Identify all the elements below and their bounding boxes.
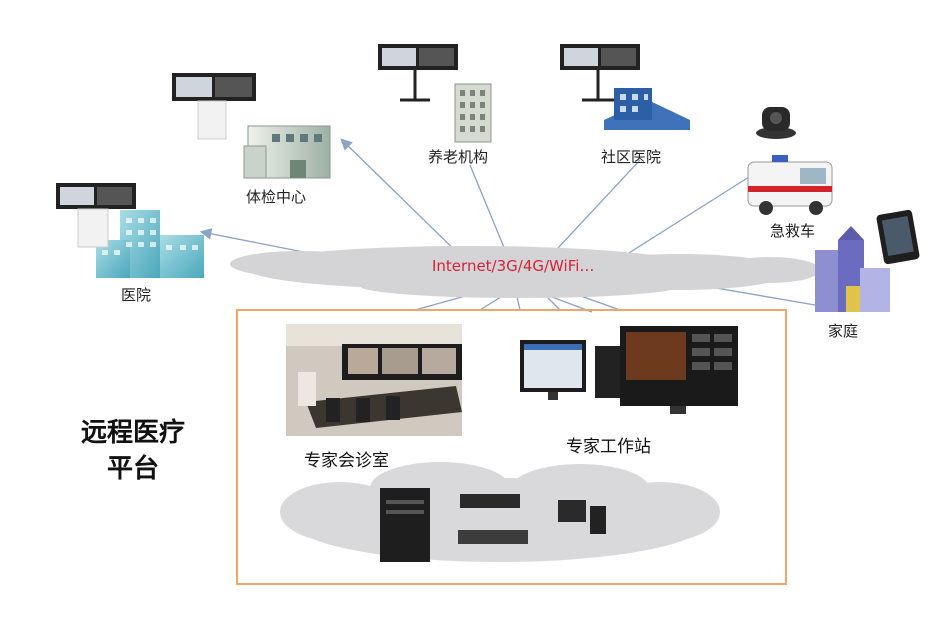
arrow-to-community-hospital [544,159,641,263]
elderly-care-building-icon [454,83,492,143]
home-buildings-icon [815,226,890,312]
network-cloud [230,246,820,298]
platform-title-line1: 远程医疗 [80,418,185,448]
community-hospital-building-icon [604,88,690,130]
video-terminal-icon [56,183,136,248]
ambulance-label: 急救车 [770,222,816,240]
platform-title-line2: 平台 [106,454,159,484]
checkup-center-building-icon [243,125,331,179]
video-terminal-icon [378,44,458,102]
platform-frame [236,309,787,585]
video-terminal-icon [560,44,640,102]
checkup-center-label: 体检中心 [246,188,307,206]
ambulance-icon [747,155,833,215]
elderly-care-label: 养老机构 [428,148,489,166]
expert-workstation-icon [520,326,738,414]
arrow-to-checkup-center [340,138,471,266]
consultation-room-image [286,324,462,436]
workstation-label: 专家工作站 [566,437,651,457]
video-terminal-icon [172,73,256,140]
hospital-label: 医院 [121,286,152,304]
arrow-to-ambulance [609,169,761,266]
server-icons [380,488,606,562]
home-label: 家庭 [828,322,859,340]
camera-icon [756,107,796,139]
tablet-icon [876,209,920,265]
consult-room-label: 专家会诊室 [304,451,389,471]
community-hospital-label: 社区医院 [601,148,662,166]
hospital-building-icon [96,210,204,278]
network-label: Internet/3G/4G/WiFi… [432,257,595,275]
platform-title: 远程医疗 平台 [68,415,198,487]
arrow-to-elderly-care [469,164,511,263]
